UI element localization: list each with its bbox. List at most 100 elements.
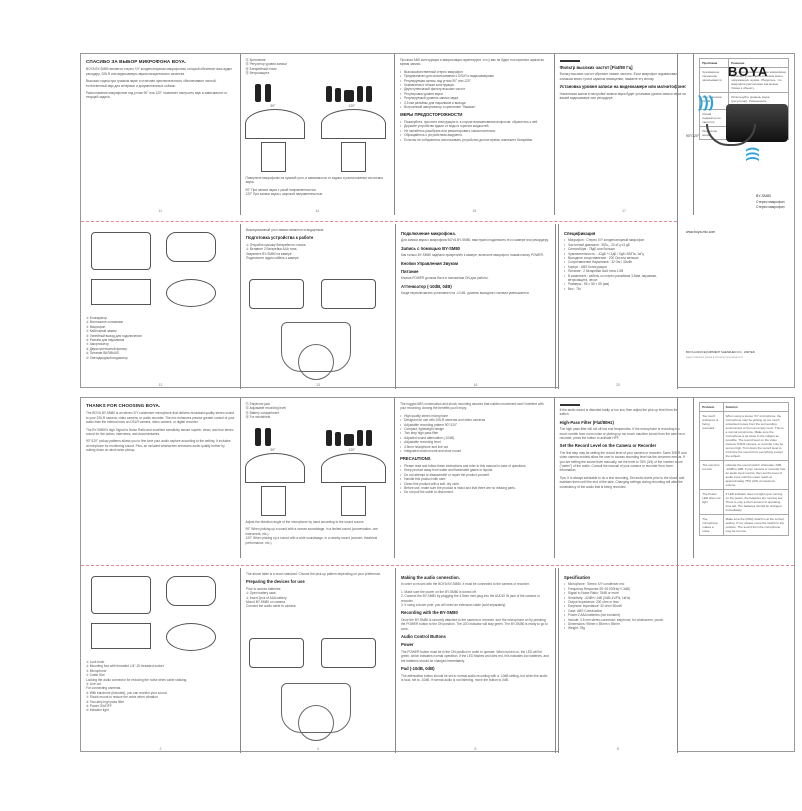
- device-diagram-front: [166, 576, 216, 606]
- company-name: BOYA AUDIO EQUIPMENT SHENZHEN CO., LIMIT…: [686, 350, 755, 354]
- page-number: 17: [622, 208, 626, 213]
- ru-prepare-intro: Вышеуказанный угол записи является станд…: [246, 228, 325, 232]
- feature-item: Two step high pass filter: [400, 431, 549, 436]
- parts-legend-item: ④ Кабельный зажим: [86, 329, 117, 334]
- en-power-text: The POWER button must be in the ON posit…: [401, 649, 549, 663]
- spec-item: Output Impedance: 200 ohm or less: [564, 600, 672, 605]
- ru-panel-specs: Спецификация Микрофон : Стерео X/Y конде…: [558, 224, 677, 389]
- en-troubleshoot-table: Problem Solution Too much ambience is be…: [699, 402, 790, 536]
- en-pattern-caption: Adjust the direction angle of the microp…: [245, 520, 365, 524]
- en-spec-title: Specification: [564, 575, 591, 580]
- windshield-diagram: [166, 623, 216, 651]
- feature-item: 3.5mm headphone and line out: [400, 445, 549, 450]
- feature-item: Двухступенчатый фильтр высоких частот: [400, 87, 549, 92]
- ru-panel-intro: СПАСИБО ЗА ВЫБОР МИКРОФОНА BOYA. BOYA BY…: [81, 54, 241, 215]
- sound-wave-icon: ))): [698, 94, 714, 111]
- en-panel-specs: Specification Microphone : Stereo X/Y co…: [558, 568, 677, 753]
- ru-connect-title: Подключение микрофона.: [401, 231, 456, 236]
- ru-pattern-note: 120° При записи звука с широкой направле…: [245, 192, 324, 197]
- feature-item: Компактная и лёгкая конструкция: [400, 83, 549, 88]
- spec-item: Include: 3.5 mm stereo connector, earpho…: [564, 618, 672, 623]
- en-pad-text: The attenuation button should be set to …: [401, 673, 548, 682]
- ru-control-title: Кнопки Управления Звуком: [401, 260, 459, 266]
- page-number: 6: [474, 746, 477, 751]
- level-slider-icon: [559, 60, 580, 62]
- parts-legend-item: ⑤ Линейный выход для подключения: [86, 333, 142, 338]
- precaution-item: Пожалуйста, прочтите инструкцию и, в слу…: [400, 120, 549, 125]
- ru-intro-title: СПАСИБО ЗА ВЫБОР МИКРОФОНА BOYA.: [86, 59, 187, 64]
- prepare-step: Закрепите BY-SM80 на камере.: [246, 251, 293, 256]
- en-legend-item: ⑬ Battery compartment: [245, 410, 280, 415]
- parts-legend-item: ⑥ Разъём для наушников: [86, 338, 125, 343]
- spec-item: Frequency Response:35~20,000Hz(+/-3dB): [564, 587, 672, 592]
- prepare-step: ① Откройте крышку батарейного отсека.: [246, 242, 307, 247]
- spec-item: В комплекте : кабель со стерео разъёмом …: [564, 274, 672, 283]
- angle-label-90: 90°: [270, 104, 276, 108]
- prepare-step: Mount BY-SM80 on camera.: [246, 600, 286, 605]
- en-connect-title: Making the audio connection.: [401, 575, 460, 580]
- spec-item: Power:2 AAA batteries (not included): [564, 613, 672, 618]
- polar-pattern-90: [244, 109, 305, 139]
- feature-item: Adjusted sound attenuation (-10dB): [400, 436, 549, 441]
- ru-pattern-note: 90° При записи звука с узкой направленно…: [245, 187, 317, 192]
- ru-intro-paragraph: Расположение микрофонов под углом 90° ил…: [86, 91, 228, 100]
- ru-level-title: Установка уровня записи на видеокамере и…: [559, 84, 687, 90]
- ru-intro-paragraph: Высокая отдача при громком звуке и отлич…: [86, 79, 217, 88]
- mic-diagram-90: [260, 142, 286, 172]
- en-filter-text: The high pass filter will roll off low e…: [559, 427, 686, 441]
- ru-connect-text: Для записи звука с микрофона BOYA BY-SM8…: [401, 238, 549, 243]
- feature-item: Предназначен для использования с DSLR и …: [400, 74, 549, 79]
- website-link[interactable]: www.boya-mic.com: [686, 230, 716, 234]
- ru-legend-item: ⑬ Регулятор уровня записи: [245, 62, 287, 67]
- en-intro-paragraph: 90°/120° pickup patterns allows you to f…: [86, 439, 231, 453]
- fold-line: [81, 565, 794, 566]
- device-diagram-front: [166, 232, 216, 262]
- spec-item: Dimensions: 95mm x 55mm x 55mm: [564, 622, 672, 627]
- spec-item: Microphone : Stereo X/Y condenser mic: [564, 582, 672, 587]
- prepare-step: ① Open battery case.: [246, 591, 277, 596]
- table-row: The microphone makes a noise Make sure t…: [699, 514, 790, 536]
- page-number: 12: [158, 382, 163, 387]
- spec-item: Размеры : 95 × 55 × 55 (мм): [564, 282, 672, 287]
- en-prepare-title: Preparing the devices for use: [246, 579, 305, 585]
- windshield-diagram: [166, 279, 216, 307]
- page-number: 14: [315, 208, 320, 213]
- feature-item: Регулируемая запись под углом 90° или 12…: [400, 79, 549, 84]
- parts-legend-item: ② Mounting foot with threaded 1/4"-20 th…: [86, 664, 164, 669]
- solution-cell: When using a stereo X/Y microphone, the …: [722, 411, 790, 461]
- precaution-item: Handle this product with care.: [400, 477, 549, 482]
- precaution-item: Не пытайтесь разобрать или ремонтировать…: [400, 129, 549, 134]
- spec-item: Сопротивление Наушников : 32 Ом / 32мВт: [564, 260, 672, 265]
- precaution-item: Do not attempt to disassemble or repair …: [400, 473, 549, 478]
- ru-record-text: Как только BY-SM80 надёжно прикреплён к …: [401, 253, 544, 258]
- device-diagram-side: [91, 623, 151, 649]
- feature-item: Designed for use with DSLR cameras and v…: [400, 418, 549, 423]
- parts-legend-item: ⑧ Two-step high pass filter: [86, 699, 125, 704]
- en-features-intro: The rugged ABS construction and shock mo…: [400, 402, 544, 411]
- parts-legend-item: ⑨ Power ON/OFF: [86, 704, 112, 709]
- parts-legend-item: ① Lock knob: [86, 660, 105, 664]
- feature-item: Integrated shock mount and shoe mount: [400, 449, 549, 454]
- parts-legend-item: ⑩ Светодиодный индикатор: [86, 355, 128, 360]
- ru-panel-filter: Фильтр высоких частот [Flat/80 Гц] Фильт…: [555, 54, 695, 215]
- precaution-item: Clean this product with a soft, dry clot…: [400, 482, 549, 487]
- camera-lens: [298, 705, 334, 741]
- parts-legend-item: ⑦ Shock mount to reduce the noise when v…: [86, 695, 158, 700]
- en-intro-paragraph: The BOYA BY-SM80 is an stereo X/Y conden…: [86, 411, 235, 425]
- feature-item: Встроенный амортизатор и крепление "башм…: [400, 105, 549, 110]
- en-pattern-note: 120° When picking up a sound with a wide…: [245, 536, 378, 545]
- spec-item: Signal to Noise Ratio: 78dB or more: [564, 591, 672, 596]
- english-manual-sheet: THANKS FOR CHOOSING BOYA. The BOYA BY-SM…: [80, 397, 795, 753]
- feature-item: Compact, lightweight design: [400, 427, 549, 432]
- connect-step: 3. If using a boom pole, you will need a…: [401, 603, 507, 608]
- problem-cell: Звук слишком тихий: [699, 92, 730, 110]
- en-tips-text: Tips: It is always advisable to do a tes…: [559, 475, 685, 489]
- en-prepare-sub: Prior to access batteries:: [246, 586, 282, 591]
- page-number: 16: [473, 382, 478, 387]
- problem-cell: Too much ambience is being recorded: [699, 411, 724, 461]
- en-distortion-text: If the audio sound is distorted badly or…: [559, 408, 679, 417]
- mic-diagram-90: [260, 486, 286, 516]
- prepare-step: ② Insert 2pcs of AAA battery.: [246, 595, 288, 600]
- en-intro-paragraph: The BY-SM80's high Signal to Noise Ratio…: [86, 427, 234, 437]
- cover-angle-label: 90°/120°: [686, 134, 700, 138]
